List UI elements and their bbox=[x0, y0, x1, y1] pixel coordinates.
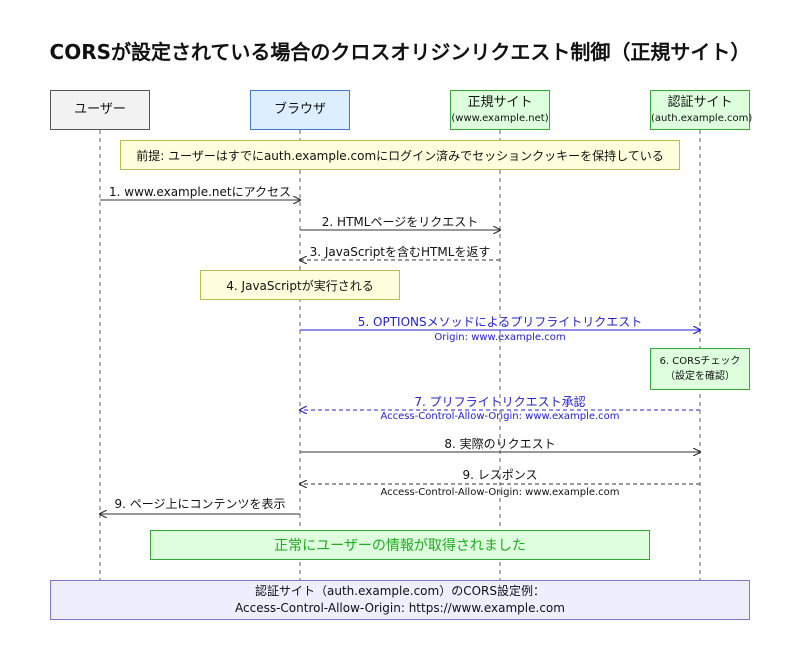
message-8: 8. 実際のリクエスト bbox=[444, 437, 556, 451]
premise-note: 前提: ユーザーはすでにauth.example.comにログイン済みでセッショ… bbox=[120, 140, 680, 170]
actor-user-label: ユーザー bbox=[74, 102, 126, 117]
cors-check-note-sub: （設定を確認） bbox=[665, 371, 735, 382]
message-2: 2. HTMLページをリクエスト bbox=[321, 215, 479, 229]
js-executed-note: 4. JavaScriptが実行される bbox=[200, 270, 400, 300]
message-9-allow-origin: Access-Control-Allow-Origin: www.example… bbox=[380, 487, 620, 498]
success-note-text: 正常にユーザーの情報が取得されました bbox=[274, 538, 526, 554]
message-1: 1. www.example.netにアクセス bbox=[109, 185, 291, 199]
actor-user: ユーザー bbox=[50, 90, 150, 130]
actor-browser: ブラウザ bbox=[250, 90, 350, 130]
message-5: 5. OPTIONSメソッドによるプリフライトリクエスト bbox=[357, 315, 643, 329]
cors-config-example: 認証サイト（auth.example.com）のCORS設定例： Access-… bbox=[50, 580, 750, 620]
success-note: 正常にユーザーの情報が取得されました bbox=[150, 530, 650, 560]
actor-auth-site-label: 認証サイト bbox=[667, 95, 733, 110]
cors-check-note: 6. CORSチェック （設定を確認） bbox=[650, 348, 750, 390]
cors-config-title: 認証サイト（auth.example.com）のCORS設定例： bbox=[255, 584, 545, 598]
cors-config-header: Access-Control-Allow-Origin: https://www… bbox=[235, 601, 565, 615]
actor-auth-site: 認証サイト (auth.example.com) bbox=[650, 90, 753, 130]
actor-auth-site-domain: (auth.example.com) bbox=[651, 112, 753, 124]
message-7-allow-origin: Access-Control-Allow-Origin: www.example… bbox=[380, 411, 620, 422]
actor-legit-site: 正規サイト (www.example.net) bbox=[450, 90, 550, 130]
message-5-origin: Origin: www.example.com bbox=[434, 332, 566, 343]
diagram-title: CORSが設定されている場合のクロスオリジンリクエスト制御（正規サイト） bbox=[49, 40, 751, 64]
message-3: 3. JavaScriptを含むHTMLを返す bbox=[309, 245, 491, 259]
cors-check-note-title: 6. CORSチェック bbox=[659, 356, 741, 367]
actor-legit-site-label: 正規サイト bbox=[467, 95, 533, 110]
actor-legit-site-domain: (www.example.net) bbox=[451, 112, 549, 124]
premise-note-text: 前提: ユーザーはすでにauth.example.comにログイン済みでセッショ… bbox=[136, 148, 664, 163]
message-7: 7. プリフライトリクエスト承認 bbox=[414, 395, 586, 409]
actor-browser-label: ブラウザ bbox=[273, 102, 326, 117]
message-9-display: 9. ページ上にコンテンツを表示 bbox=[114, 497, 286, 511]
message-9-response: 9. レスポンス bbox=[462, 468, 538, 482]
js-executed-note-text: 4. JavaScriptが実行される bbox=[226, 278, 374, 293]
